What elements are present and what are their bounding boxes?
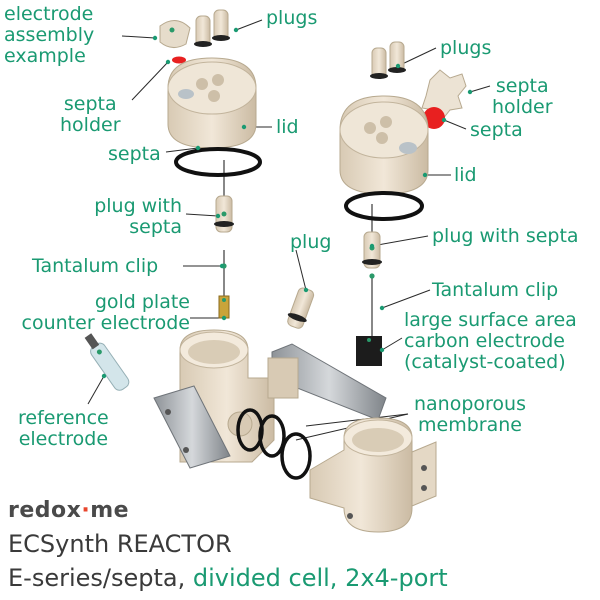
o-ring-left bbox=[174, 147, 262, 177]
label-line: large surface area bbox=[404, 309, 577, 331]
carbon-electrode-part bbox=[356, 336, 382, 366]
reference-electrode-part bbox=[84, 333, 130, 391]
clamp-right bbox=[267, 343, 387, 421]
septa-left-part bbox=[172, 56, 186, 64]
label-tantalum-clip-left: Tantalum clip bbox=[32, 255, 159, 277]
label-line: gold plate bbox=[94, 291, 190, 313]
tantalum-clip-right-part bbox=[369, 273, 375, 279]
clamp-left bbox=[153, 385, 231, 469]
plugs-right-parts bbox=[370, 41, 406, 79]
label-septa-holder-left: septa holder bbox=[60, 94, 121, 136]
label-line: septa bbox=[63, 93, 117, 115]
label-line: reference bbox=[18, 407, 109, 429]
label-gold-plate: gold plate counter electrode bbox=[0, 292, 190, 334]
septa-right-part bbox=[423, 107, 445, 129]
label-electrode-assembly: electrode assembly example bbox=[4, 4, 94, 67]
label-line: septa bbox=[129, 216, 182, 238]
plug-middle-part bbox=[287, 287, 315, 329]
product-subtitle: E-series/septa, divided cell, 2x4-port bbox=[8, 564, 448, 592]
label-line: assembly bbox=[4, 24, 95, 46]
label-nanoporous-membrane: nanoporous membrane bbox=[414, 394, 526, 436]
lid-left-part bbox=[167, 57, 257, 149]
gold-plate-part bbox=[218, 295, 230, 319]
leader-dots bbox=[101, 27, 473, 379]
label-line: electrode bbox=[18, 428, 109, 450]
label-line: carbon electrode bbox=[404, 330, 565, 352]
label-septa-left: septa bbox=[108, 143, 161, 165]
brand-suffix: me bbox=[90, 498, 130, 523]
label-line: (catalyst-coated) bbox=[404, 351, 566, 373]
label-plug-middle: plug bbox=[290, 231, 332, 253]
label-carbon-electrode: large surface area carbon electrode (cat… bbox=[404, 310, 577, 373]
cell-body-right bbox=[309, 417, 437, 533]
label-tantalum-clip-right: Tantalum clip bbox=[432, 279, 559, 301]
plug-with-septa-right-part bbox=[362, 231, 382, 269]
label-plugs-right: plugs bbox=[440, 37, 492, 59]
label-line: counter electrode bbox=[21, 312, 190, 334]
label-plug-with-septa-left: plug with septa bbox=[84, 196, 182, 238]
label-plugs-left: plugs bbox=[266, 7, 318, 29]
o-ring-right bbox=[344, 191, 424, 221]
plugs-left-parts bbox=[194, 9, 230, 47]
label-plug-with-septa-right: plug with septa bbox=[432, 225, 579, 247]
label-lid-right: lid bbox=[454, 164, 477, 186]
label-septa-holder-right: septa holder bbox=[492, 76, 553, 118]
label-line: membrane bbox=[418, 414, 522, 436]
label-line: holder bbox=[492, 96, 553, 118]
label-line: electrode bbox=[4, 3, 94, 25]
brand-prefix: redox bbox=[8, 498, 82, 523]
plug-with-septa-left-part bbox=[214, 195, 234, 233]
lid-right-part bbox=[339, 95, 429, 195]
brand-dot: · bbox=[81, 498, 91, 523]
membrane-rings bbox=[236, 408, 312, 480]
brand-logo: redox·me bbox=[8, 498, 129, 523]
subtitle-plain: E-series/septa, bbox=[8, 564, 193, 592]
label-line: holder bbox=[60, 114, 121, 136]
label-line: septa bbox=[495, 75, 549, 97]
label-septa-right: septa bbox=[470, 119, 523, 141]
label-reference-electrode: reference electrode bbox=[18, 408, 109, 450]
subtitle-accent: divided cell, 2x4-port bbox=[192, 564, 448, 592]
label-line: example bbox=[4, 45, 86, 67]
product-title: ECSynth REACTOR bbox=[8, 530, 232, 558]
label-lid-left: lid bbox=[276, 116, 299, 138]
label-line: nanoporous bbox=[414, 393, 526, 415]
electrode-assembly-example bbox=[159, 20, 191, 48]
label-line: plug with bbox=[94, 195, 182, 217]
